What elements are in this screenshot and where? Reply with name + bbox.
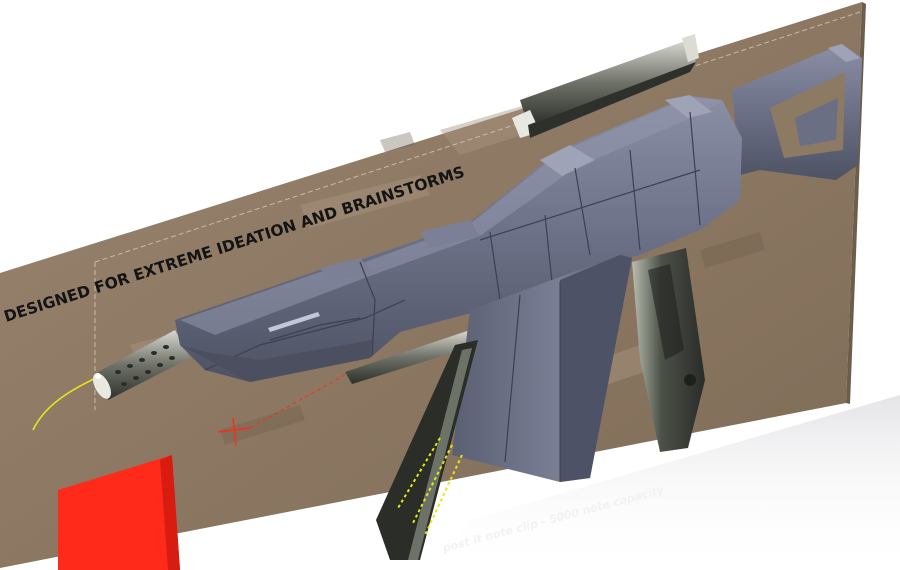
muzzle-vents [115,345,175,386]
grip [632,248,705,452]
magazine [452,255,632,482]
receiver [175,95,742,382]
red-sticky-note-shade [160,455,180,570]
top-rail [512,34,699,138]
receiver-panel-lines [204,111,701,371]
clip-marker-stripes [397,437,463,536]
under-rail [345,330,478,384]
muzzle [92,330,190,400]
stock [732,44,862,180]
crosshair-marker [217,374,346,447]
red-sticky-note [58,455,180,570]
board-edge [846,2,866,404]
board-texture-dark [220,132,765,445]
laser-beam [32,375,101,431]
board-border-line [94,11,861,263]
post-it-clip [376,340,478,560]
floor-shadow [430,395,900,570]
